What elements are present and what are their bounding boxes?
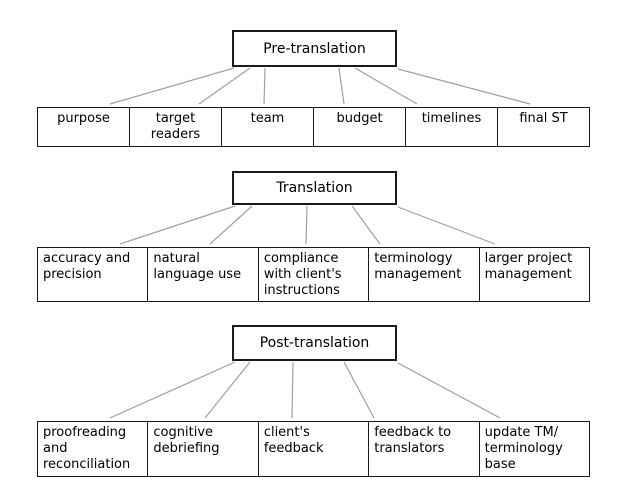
row-post-translation: proofreading and reconciliation cognitiv… [37, 421, 590, 477]
section-title: Pre-translation [263, 40, 366, 57]
row-translation: accuracy and precision natural language … [37, 247, 590, 302]
cell-larger-project-mgmt: larger project management [478, 248, 589, 301]
cell-target-readers: target readers [129, 108, 221, 146]
connector-line [305, 205, 308, 245]
connector-line [291, 361, 294, 419]
cell-update-tm-terminology-base: update TM/ terminology base [478, 422, 589, 476]
connector-line [198, 67, 251, 105]
cell-terminology-mgmt: terminology management [368, 248, 478, 301]
connector-line [351, 205, 381, 245]
connector-line [263, 67, 266, 105]
connector-line [397, 68, 531, 105]
cell-purpose: purpose [57, 111, 110, 126]
section-title: Post-translation [259, 335, 370, 351]
title-box-post-translation: Post-translation [232, 325, 397, 361]
connector-line [397, 206, 496, 245]
connector-line [343, 361, 375, 419]
cell-timelines: timelines [405, 108, 497, 146]
connector-line [109, 67, 235, 105]
cell-final-st: final ST [497, 108, 589, 146]
cell-accuracy-precision: accuracy and precision [43, 251, 131, 282]
cell-team: team [221, 108, 313, 146]
connector-line [109, 361, 236, 419]
cell-natural-language-use: natural language use [147, 248, 257, 301]
cell-feedback-to-translators: feedback to translators [368, 422, 478, 476]
cell-compliance: compliance with client's instructions [257, 248, 368, 301]
connector-line [354, 67, 418, 105]
title-box-pre-translation: Pre-translation [232, 30, 397, 67]
connector-line [397, 362, 501, 419]
row-pre-translation: purpose target readers team budget timel… [37, 107, 590, 147]
connector-line [204, 361, 251, 419]
connector-line [119, 205, 236, 245]
cell-cognitive-debriefing: cognitive debriefing [147, 422, 257, 476]
connector-line [338, 67, 345, 105]
cell-budget: budget [313, 108, 405, 146]
section-title: Translation [276, 180, 353, 196]
title-box-translation: Translation [232, 171, 397, 205]
connector-line [209, 205, 253, 245]
cell-clients-feedback: client's feedback [257, 422, 368, 476]
cell-proofreading-reconciliation: proofreading and reconciliation [43, 425, 131, 472]
